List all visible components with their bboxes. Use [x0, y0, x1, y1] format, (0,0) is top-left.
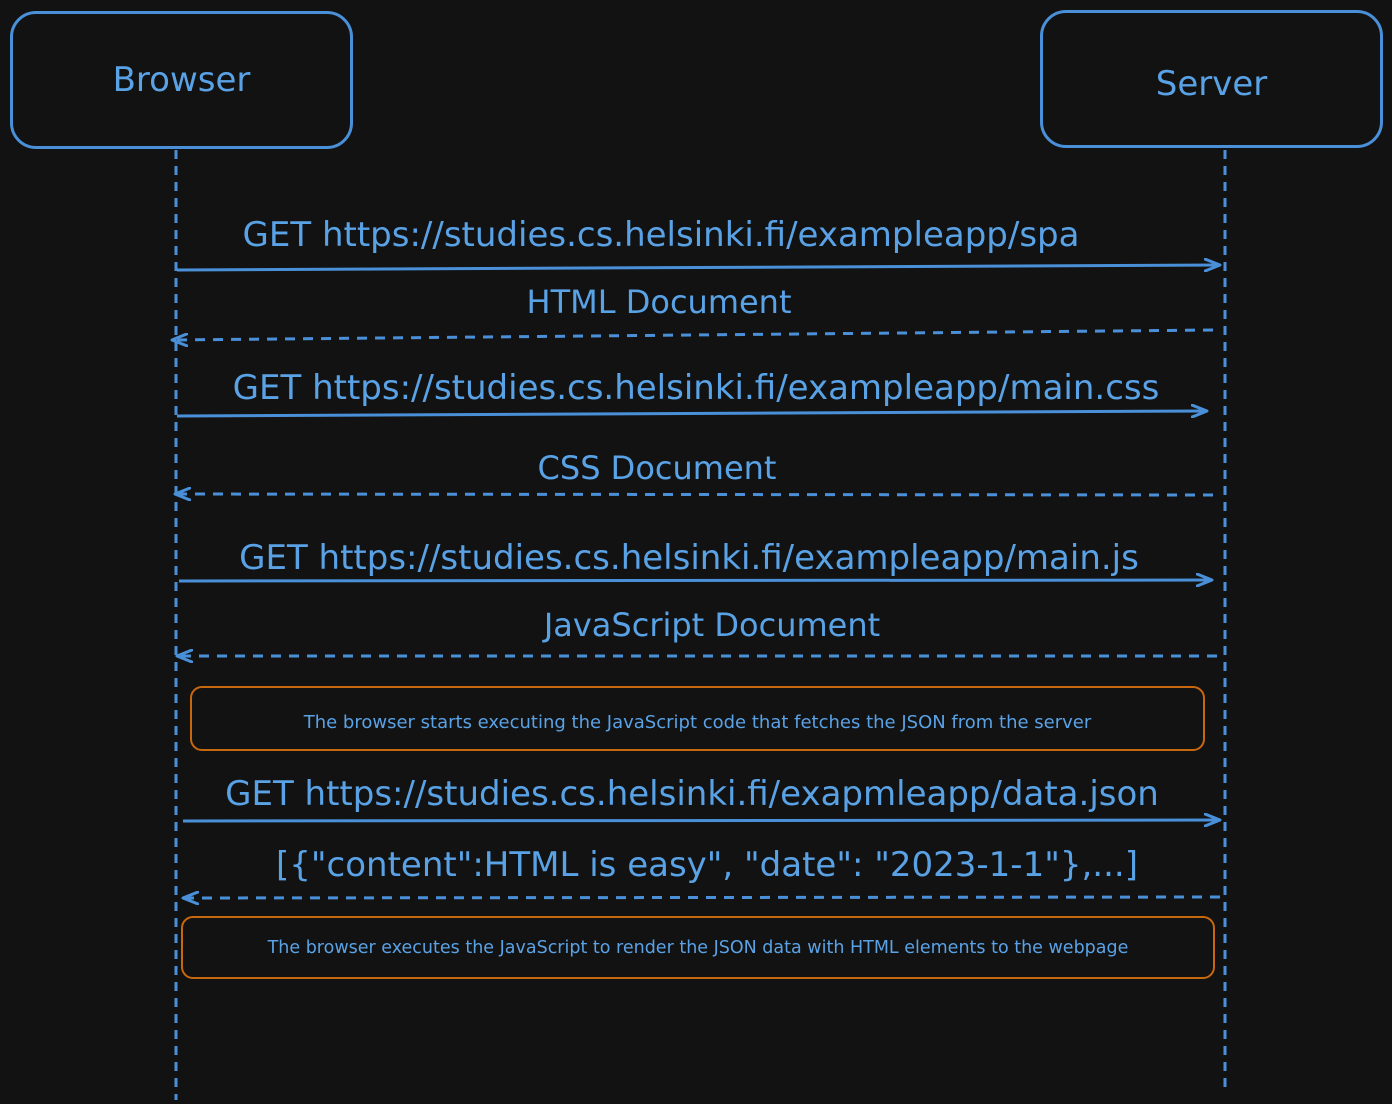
- browser-actor-box: Browser: [10, 11, 353, 149]
- note-box-fetch-json: The browser starts executing the JavaScr…: [190, 686, 1205, 751]
- arrow-get-main-js: [178, 580, 1212, 581]
- note-text-fetch-json: The browser starts executing the JavaScr…: [303, 712, 1092, 733]
- message-label-get-data-json: GET https://studies.cs.helsinki.fi/exapm…: [225, 774, 1159, 814]
- message-label-css-document: CSS Document: [537, 449, 777, 487]
- message-label-get-main-js: GET https://studies.cs.helsinki.fi/examp…: [239, 538, 1139, 578]
- arrow-css-document: [175, 494, 1214, 495]
- message-label-javascript-document: JavaScript Document: [543, 606, 881, 644]
- arrow-html-document: [172, 328, 1214, 340]
- arrow-get-data-json: [182, 820, 1220, 821]
- server-actor-box: Server: [1040, 10, 1383, 148]
- arrow-get-spa: [176, 265, 1220, 270]
- message-label-get-main-css: GET https://studies.cs.helsinki.fi/examp…: [232, 368, 1160, 408]
- message-label-html-document: HTML Document: [526, 283, 792, 321]
- message-label-get-spa: GET https://studies.cs.helsinki.fi/examp…: [242, 215, 1080, 255]
- browser-actor-label: Browser: [112, 60, 251, 100]
- note-text-render-json: The browser executes the JavaScript to r…: [267, 937, 1129, 958]
- note-box-render-json: The browser executes the JavaScript to r…: [181, 916, 1215, 979]
- arrow-json-response: [183, 897, 1221, 898]
- arrow-get-main-css: [176, 411, 1207, 416]
- message-label-json-response: [{"content":HTML is easy", "date": "2023…: [276, 845, 1138, 885]
- server-actor-label: Server: [1155, 64, 1268, 104]
